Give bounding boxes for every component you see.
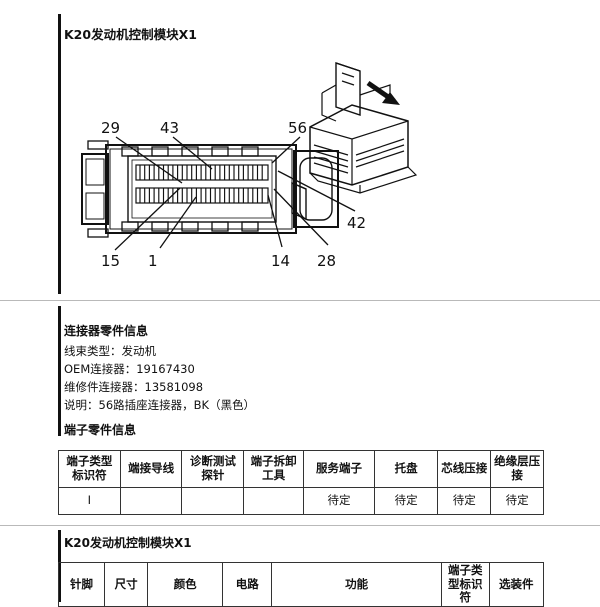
col-circuit: 电路 xyxy=(222,562,273,607)
connector-info-oem-connector: OEM连接器：19167430 xyxy=(64,362,195,376)
col-service-terminal: 服务端子 xyxy=(303,450,375,488)
col-color: 颜色 xyxy=(147,562,224,607)
col-option: 选装件 xyxy=(488,562,545,607)
section-divider-1 xyxy=(0,300,600,301)
callout-28: 28 xyxy=(317,252,337,270)
callout-15: 15 xyxy=(101,252,121,270)
left-margin-rule-connector-info xyxy=(58,306,61,436)
terminal-info-table: 端子类型标识符 端接导线 诊断测试探针 端子拆卸工具 服务端子 托盘 芯线压接 … xyxy=(58,450,544,515)
table-header-row: 端子类型标识符 端接导线 诊断测试探针 端子拆卸工具 服务端子 托盘 芯线压接 … xyxy=(58,450,544,488)
connector-3d-view xyxy=(309,62,418,194)
left-margin-rule-top xyxy=(58,14,61,294)
col-tray: 托盘 xyxy=(373,450,439,488)
col-size: 尺寸 xyxy=(103,562,149,607)
cell-service-terminal: 待定 xyxy=(303,487,375,515)
table-row: I 待定 待定 待定 待定 xyxy=(58,487,544,515)
col-insulation-crimp: 绝缘层压接 xyxy=(490,450,544,488)
cell-removal-tool xyxy=(243,487,305,515)
callout-14: 14 xyxy=(271,252,291,270)
col-core-crimp: 芯线压接 xyxy=(437,450,492,488)
connector-info-description: 说明：56路插座连接器，BK（黑色） xyxy=(64,398,256,412)
connector-info-harness-type: 线束类型：发动机 xyxy=(64,344,156,358)
terminal-info-heading: 端子零件信息 xyxy=(64,423,137,437)
col-diagnostic-probe: 诊断测试探针 xyxy=(181,450,245,488)
cell-terminated-wire xyxy=(119,487,183,515)
table-header-row: 针脚 尺寸 颜色 电路 功能 端子类型标识符 选装件 xyxy=(58,562,545,607)
connector-line-art xyxy=(81,62,418,251)
connector-info-service-connector: 维修件连接器：13581098 xyxy=(64,380,204,394)
section-divider-2 xyxy=(0,525,600,526)
connector-pinout-diagram: 29 43 56 42 15 1 14 28 xyxy=(60,55,540,290)
cell-terminal-type-id: I xyxy=(58,487,121,515)
cell-core-crimp: 待定 xyxy=(437,487,492,515)
col-function: 功能 xyxy=(271,562,442,607)
page-title: K20发动机控制模块X1 xyxy=(64,27,197,42)
callout-29: 29 xyxy=(101,119,121,137)
col-pin: 针脚 xyxy=(58,562,105,607)
callout-43: 43 xyxy=(160,119,180,137)
pin-assignment-table: 针脚 尺寸 颜色 电路 功能 端子类型标识符 选装件 xyxy=(58,562,545,607)
pin-table-heading: K20发动机控制模块X1 xyxy=(64,536,192,550)
cell-insulation-crimp: 待定 xyxy=(490,487,544,515)
col-terminated-wire: 端接导线 xyxy=(119,450,183,488)
callout-1: 1 xyxy=(148,252,158,270)
connector-info-heading: 连接器零件信息 xyxy=(64,324,149,338)
cell-tray: 待定 xyxy=(373,487,439,515)
col-terminal-type-id: 端子类型标识符 xyxy=(440,562,490,607)
down-right-arrow-icon xyxy=(366,80,400,105)
callout-56: 56 xyxy=(288,119,308,137)
col-removal-tool: 端子拆卸工具 xyxy=(243,450,305,488)
callout-42: 42 xyxy=(347,214,367,232)
cell-diagnostic-probe xyxy=(181,487,245,515)
col-terminal-type-id: 端子类型标识符 xyxy=(58,450,121,488)
